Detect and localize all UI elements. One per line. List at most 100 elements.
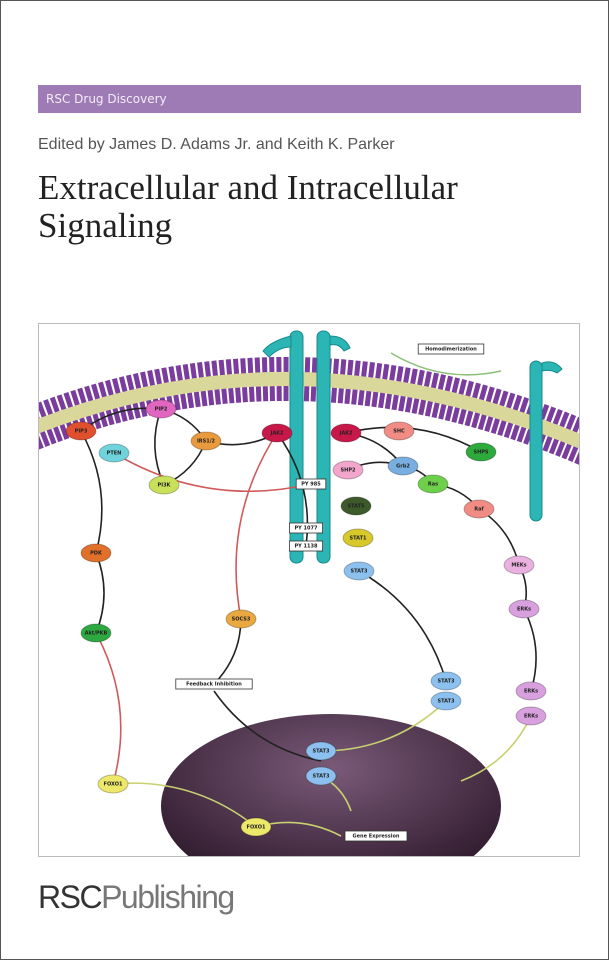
protein-shape bbox=[465, 442, 497, 462]
annotation-label: PY 985 bbox=[301, 482, 321, 488]
protein-label: PI3K bbox=[158, 483, 172, 489]
protein-shape bbox=[65, 421, 97, 441]
pathway-arrow bbox=[345, 426, 482, 453]
protein-shape bbox=[330, 423, 362, 443]
protein-node: SHC bbox=[383, 421, 415, 441]
protein-node: Raf bbox=[463, 499, 495, 519]
protein-label: PIP3 bbox=[75, 429, 88, 435]
protein-label: STAT1 bbox=[350, 536, 368, 542]
publisher-publishing: Publishing bbox=[101, 879, 235, 915]
protein-node: STAT3 bbox=[343, 561, 375, 581]
protein-label: Grb2 bbox=[396, 464, 410, 470]
protein-node: ERKs bbox=[515, 706, 547, 726]
annotation-frame bbox=[344, 830, 408, 842]
protein-label: ERKs bbox=[524, 689, 538, 695]
protein-shape bbox=[98, 443, 130, 463]
protein-node: JAK2 bbox=[330, 423, 362, 443]
pathway-arrow bbox=[390, 352, 502, 376]
protein-label: JAK2 bbox=[338, 431, 353, 437]
protein-shape bbox=[261, 423, 293, 443]
protein-node: STAT3 bbox=[430, 691, 462, 711]
annotation-box: Homodimerization bbox=[417, 343, 485, 355]
pathway-arrow bbox=[112, 782, 257, 828]
protein-label: STAT3 bbox=[438, 699, 456, 705]
protein-label: STAT5 bbox=[348, 504, 366, 510]
pathway-arrow bbox=[235, 432, 278, 620]
protein-node: STAT3 bbox=[305, 741, 337, 761]
protein-label: FOXO1 bbox=[247, 825, 266, 831]
protein-node: ERKs bbox=[508, 599, 540, 619]
pathway-arrow bbox=[95, 552, 105, 634]
protein-shape bbox=[515, 681, 547, 701]
protein-node: PDK bbox=[80, 543, 112, 563]
protein-label: STAT3 bbox=[313, 774, 331, 780]
protein-shape bbox=[342, 528, 374, 548]
protein-shape bbox=[417, 474, 449, 494]
pathway-arrow bbox=[113, 452, 312, 492]
pathway-arrow bbox=[358, 570, 447, 682]
protein-shape bbox=[80, 623, 112, 643]
series-name: RSC Drug Discovery bbox=[46, 92, 167, 106]
nucleus bbox=[161, 714, 501, 898]
protein-node: STAT1 bbox=[342, 528, 374, 548]
series-banner: RSC Drug Discovery bbox=[38, 85, 581, 113]
protein-shape bbox=[145, 399, 177, 419]
protein-shape bbox=[97, 774, 129, 794]
annotation-label: PY 1138 bbox=[295, 544, 318, 550]
editors: Edited by James D. Adams Jr. and Keith K… bbox=[38, 136, 395, 153]
book-title: Extracellular and Intracellular Signalin… bbox=[38, 169, 598, 245]
protein-label: ERKs bbox=[524, 714, 538, 720]
title-line-2: Signaling bbox=[38, 206, 173, 245]
publisher-rsc: RSC bbox=[38, 879, 103, 915]
title-line-1: Extracellular and Intracellular bbox=[38, 168, 458, 207]
protein-shape bbox=[240, 817, 272, 837]
protein-node: MEKs bbox=[503, 555, 535, 575]
protein-node: PIP2 bbox=[145, 399, 177, 419]
protein-node: STAT5 bbox=[340, 496, 372, 516]
pathway-arrow bbox=[213, 618, 242, 685]
protein-label: Ras bbox=[428, 482, 438, 488]
protein-label: FOXO1 bbox=[104, 782, 123, 788]
protein-node: Akt/PKB bbox=[80, 623, 112, 643]
protein-shape bbox=[80, 543, 112, 563]
pathway-arrow bbox=[320, 700, 447, 752]
receptors bbox=[262, 330, 563, 564]
protein-shape bbox=[503, 555, 535, 575]
protein-label: SHP2 bbox=[341, 468, 356, 474]
protein-label: Raf bbox=[474, 507, 484, 513]
annotation-frame bbox=[175, 678, 253, 690]
protein-label: MEKs bbox=[511, 563, 526, 569]
protein-node: STAT3 bbox=[430, 671, 462, 691]
protein-shape bbox=[383, 421, 415, 441]
protein-node: JAK2 bbox=[261, 423, 293, 443]
protein-shape bbox=[508, 599, 540, 619]
annotation-frame bbox=[295, 478, 327, 490]
protein-node: FOXO1 bbox=[97, 774, 129, 794]
protein-node: FOXO1 bbox=[240, 817, 272, 837]
protein-node: PTEN bbox=[98, 443, 130, 463]
annotation-box: PY 985 bbox=[295, 478, 327, 490]
annotation-box: PY 1138 bbox=[288, 540, 323, 552]
annotation-label: Gene Expression bbox=[353, 834, 400, 840]
protein-node: SOCS3 bbox=[225, 609, 257, 629]
publisher-logo: RSCPublishing bbox=[38, 879, 235, 916]
protein-label: SOCS3 bbox=[232, 617, 251, 623]
protein-node: ERKs bbox=[515, 681, 547, 701]
protein-label: JAK2 bbox=[269, 431, 284, 437]
protein-node: Ras bbox=[417, 474, 449, 494]
protein-label: STAT3 bbox=[438, 679, 456, 685]
protein-shape bbox=[225, 609, 257, 629]
protein-shape bbox=[340, 496, 372, 516]
pathway-arrow bbox=[460, 715, 532, 782]
protein-shape bbox=[515, 706, 547, 726]
protein-shape bbox=[430, 671, 462, 691]
protein-node: PI3K bbox=[148, 475, 180, 495]
protein-node: SHP2 bbox=[332, 460, 364, 480]
protein-node: SHPS bbox=[465, 442, 497, 462]
protein-label: SHC bbox=[393, 429, 405, 435]
protein-label: SHPS bbox=[473, 450, 488, 456]
annotation-frame bbox=[288, 522, 323, 534]
protein-node: STAT3 bbox=[305, 766, 337, 786]
